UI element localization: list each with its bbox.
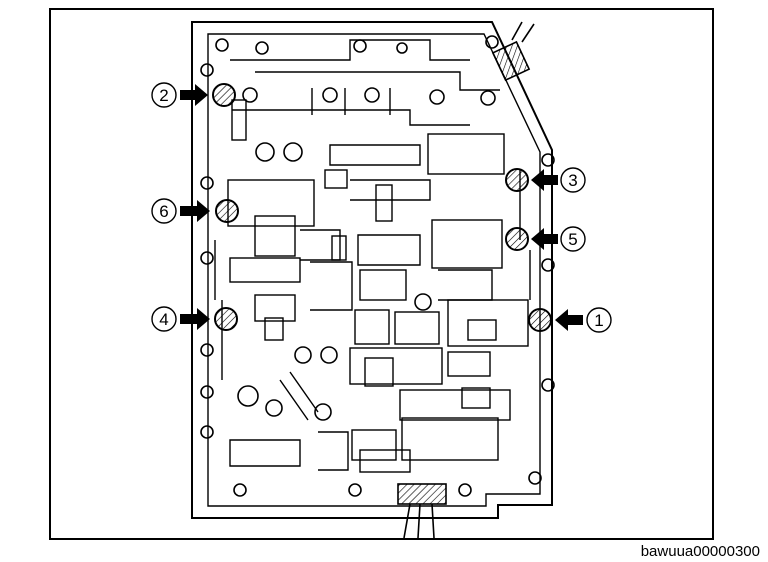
bolt-2 bbox=[212, 83, 236, 107]
callout-6: 6 bbox=[151, 198, 210, 224]
callout-6-label: 6 bbox=[159, 202, 168, 221]
callout-5-label: 5 bbox=[568, 230, 577, 249]
arrow-right-icon bbox=[180, 308, 210, 330]
bolt-5 bbox=[505, 227, 529, 251]
bolt-6 bbox=[215, 199, 239, 223]
callout-4-label: 4 bbox=[159, 310, 168, 329]
arrow-left-icon bbox=[555, 309, 583, 331]
arrow-right-icon bbox=[180, 84, 208, 106]
figure-code: bawuua00000300 bbox=[640, 543, 760, 560]
bolt-markers bbox=[212, 83, 552, 332]
callout-4: 4 bbox=[151, 306, 210, 332]
arrow-left-icon bbox=[531, 169, 558, 191]
bolt-1 bbox=[528, 308, 552, 332]
callout-2: 2 bbox=[151, 82, 208, 108]
mounting-holes bbox=[200, 35, 555, 497]
bolt-4 bbox=[214, 307, 238, 331]
bolt-3 bbox=[505, 168, 529, 192]
arrow-right-icon bbox=[180, 200, 210, 222]
valve-channels bbox=[214, 39, 531, 473]
callout-3: 3 bbox=[531, 167, 586, 193]
arrow-left-icon bbox=[531, 228, 558, 250]
callout-5: 5 bbox=[531, 226, 586, 252]
callout-3-label: 3 bbox=[568, 171, 577, 190]
callout-1: 1 bbox=[555, 307, 612, 333]
callout-1-label: 1 bbox=[594, 311, 603, 330]
callout-2-label: 2 bbox=[159, 86, 168, 105]
harness-connectors bbox=[397, 21, 535, 539]
figure-frame bbox=[49, 8, 714, 540]
